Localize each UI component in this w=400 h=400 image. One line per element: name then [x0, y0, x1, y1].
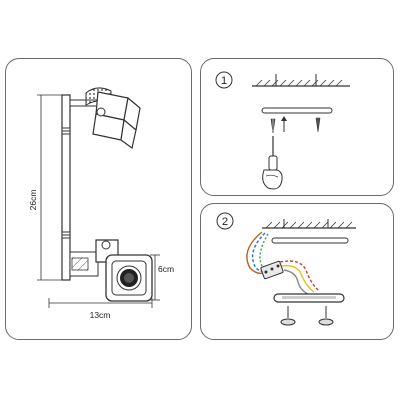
ceiling-hatch-2 — [265, 221, 353, 229]
lower-spotlight — [69, 239, 153, 302]
base-screw-left — [280, 306, 296, 326]
shade-dimension: 6cm — [150, 254, 174, 301]
terminal-block — [260, 260, 284, 280]
wall-anchor-right — [315, 117, 321, 133]
mounting-bar — [61, 94, 71, 281]
shade-label: 6cm — [158, 264, 174, 274]
step-2-panel — [200, 203, 394, 340]
step-2-badge — [216, 212, 234, 230]
wire-fixture-grey — [283, 269, 309, 295]
wire-brown — [246, 231, 267, 275]
height-dimension: 26cm — [28, 94, 62, 281]
bar-screw-top — [61, 127, 71, 135]
wire-fixture-red — [279, 260, 319, 291]
width-dimension: 13cm — [48, 298, 153, 320]
step-2-illustration: 2 — [216, 212, 356, 326]
fixture-drawing: 26cm 6cm 13cm — [28, 87, 174, 320]
up-arrow — [281, 116, 287, 132]
base-screw-right — [318, 306, 334, 326]
ceiling-hatch-1 — [255, 79, 343, 87]
bar-screw-bottom — [61, 231, 71, 239]
wire-yellow-green — [259, 233, 273, 270]
step-1-badge — [215, 71, 233, 89]
fixture-wires — [279, 260, 319, 295]
screwdriver-hand — [262, 136, 283, 190]
step-1-number: 1 — [221, 75, 227, 87]
mounting-plate — [261, 107, 333, 114]
height-label: 26cm — [28, 190, 38, 211]
wall-anchor-left — [270, 118, 276, 134]
step-2-number: 2 — [222, 216, 228, 228]
wire-fixture-yellow — [281, 265, 315, 293]
width-label: 13cm — [90, 310, 111, 320]
upper-spotlight — [69, 87, 141, 150]
step-1-illustration: 1 — [215, 71, 350, 190]
fixture-base — [273, 293, 345, 303]
installed-plate — [271, 237, 349, 244]
